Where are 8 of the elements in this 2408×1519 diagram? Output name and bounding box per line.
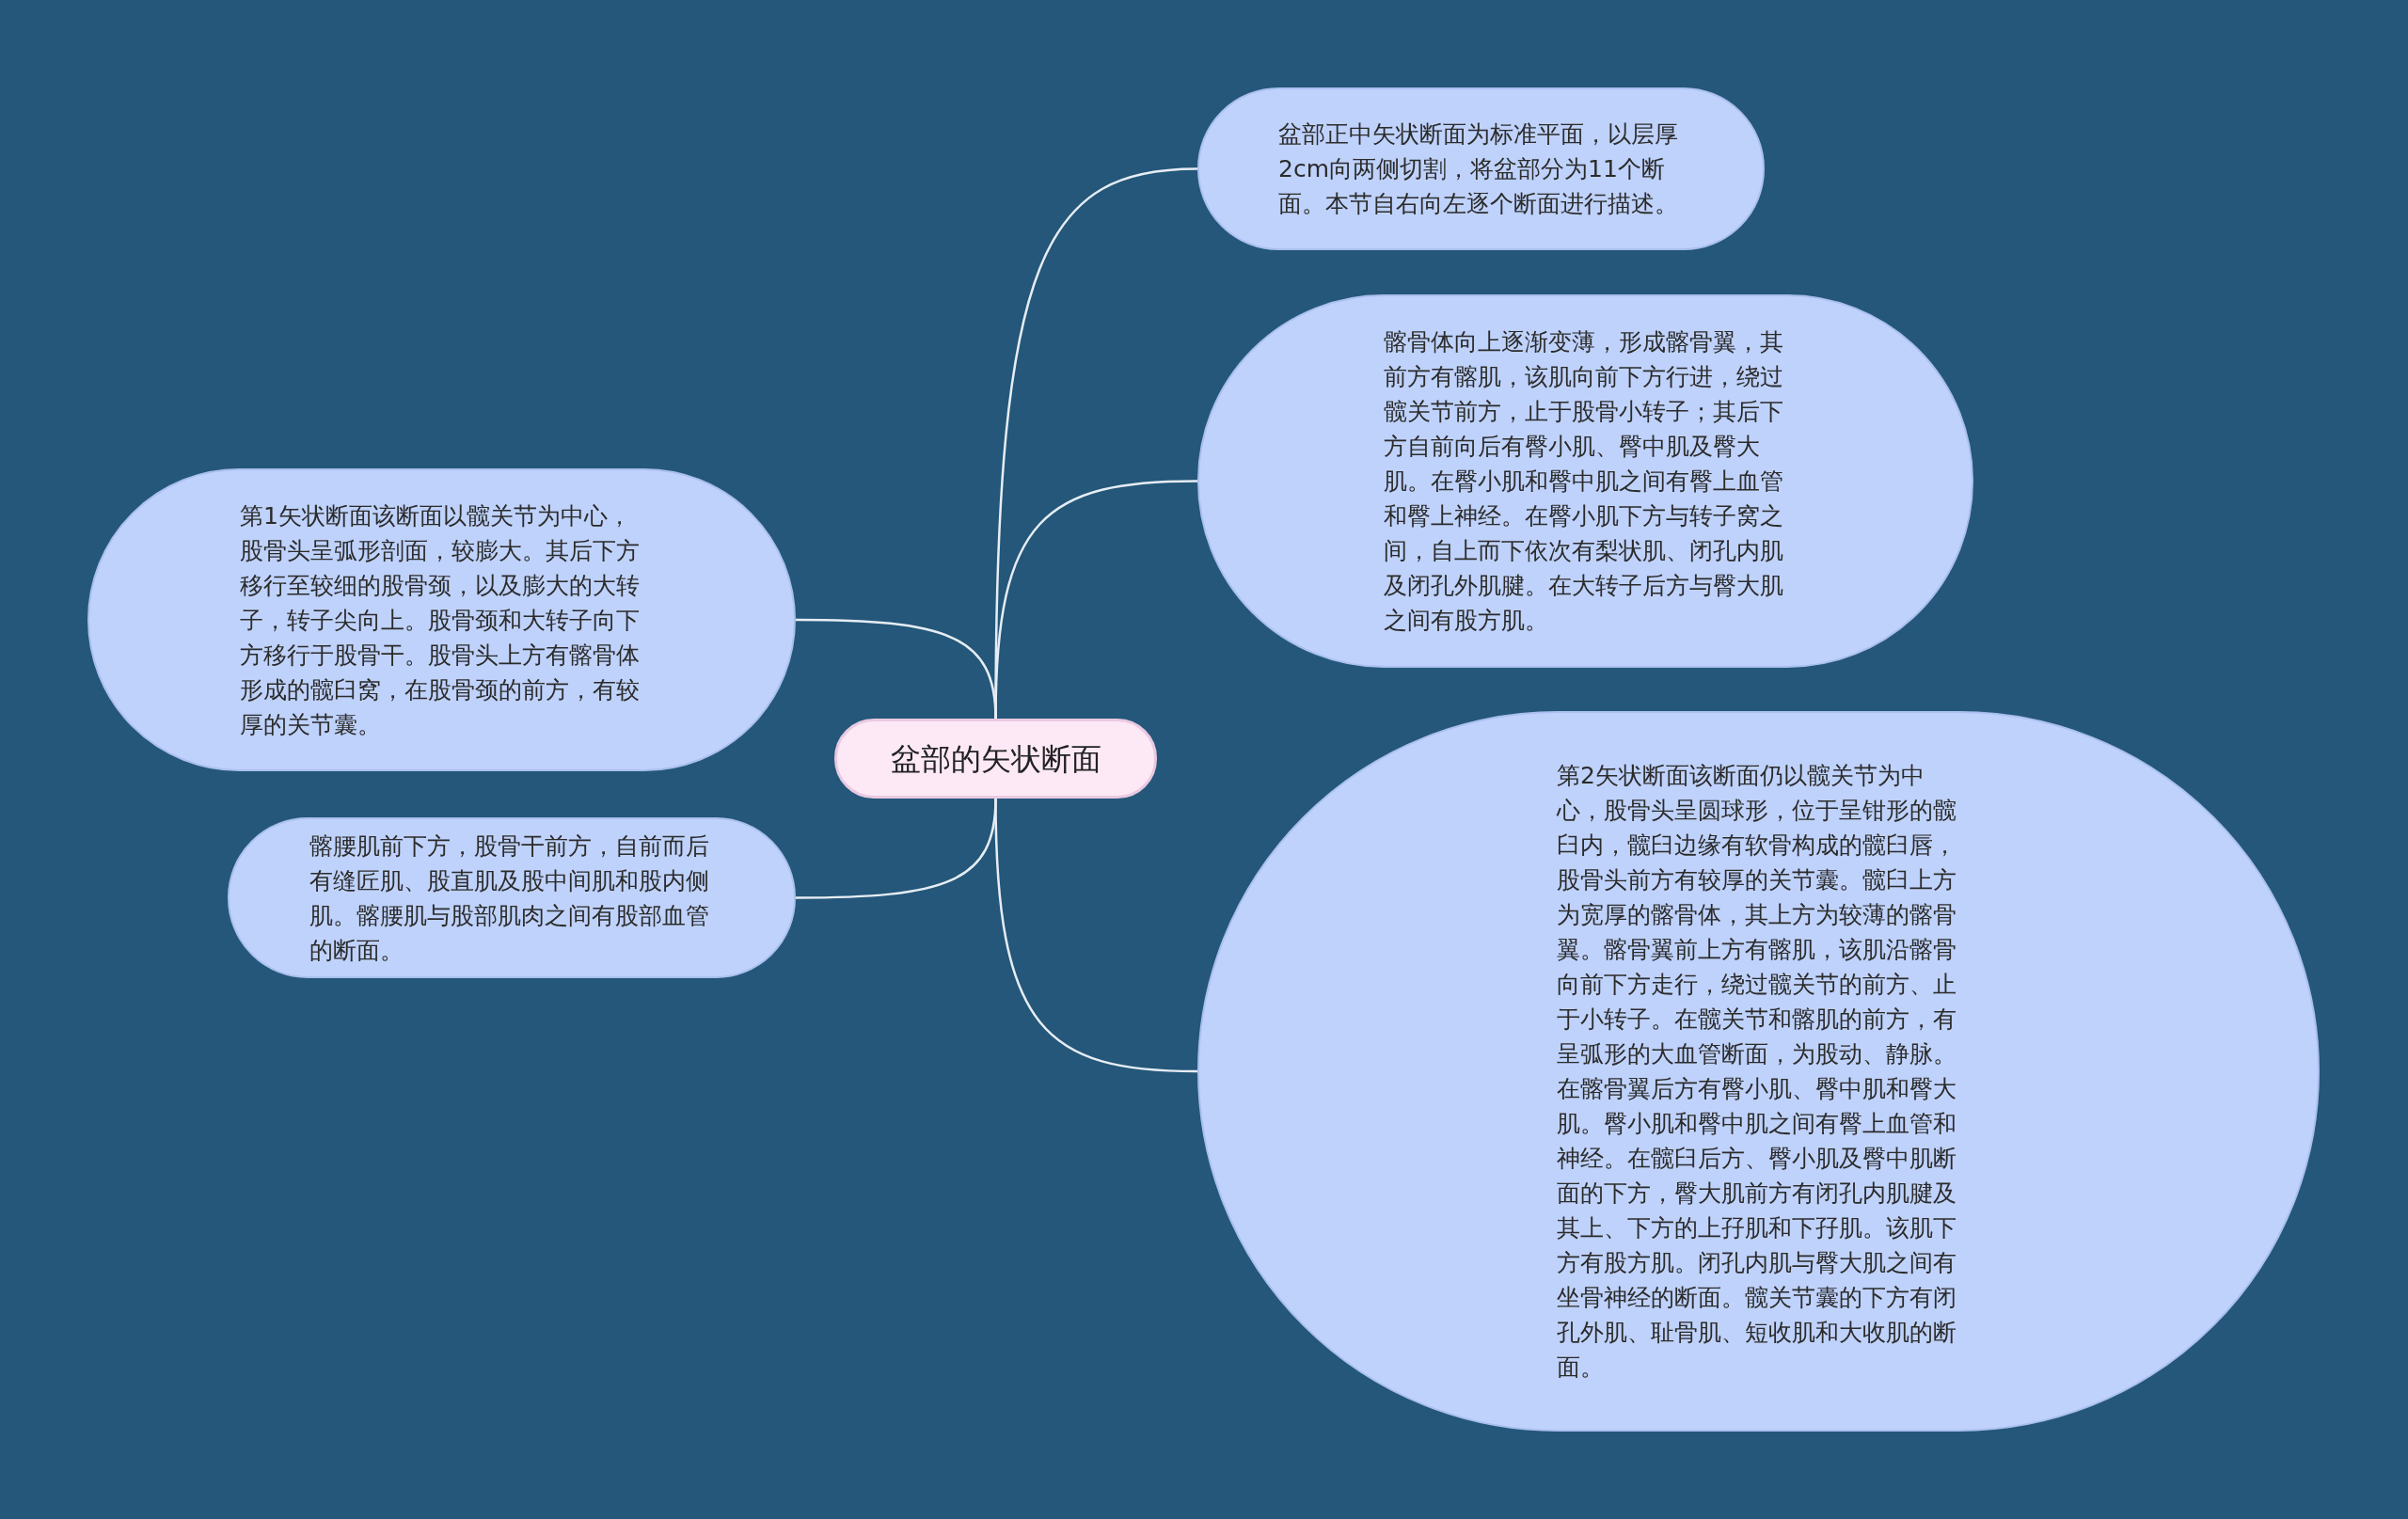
body-text: 第2矢状断面该断面仍以髋关节为中心，股骨头呈圆球形，位于呈钳形的髋臼内，髋臼边缘有软骨构成的髋臼唇，股骨头前方有较厚的关节囊。髋臼上方为宽厚的髂骨体，其上方为较薄的髂骨翼。髂骨翼前上方有髂肌，该肌沿髂骨向前下方走行，绕过髋关节的前方、止于小转子。在髋关节和髂肌的前方，有呈弧形的大血管断面，为股动、静脉。在髂骨翼后方有臀小肌、臀中肌和臀大肌。臀小肌和臀中肌之间有臀上血管和神经。在髋臼后方、臀小肌及臀中肌断面的下方，臀大肌前方有闭孔内肌腱及其上、下方的上孖肌和下孖肌。该肌下方有股方肌。闭孔内肌与臀大肌之间有坐骨神经的断面。髋关节囊的下方有闭孔外肌、耻骨肌、短收肌和大收肌的断面。	[1557, 761, 1957, 1383]
connector-line	[796, 618, 997, 720]
body-text: 髂骨体向上逐渐变薄，形成髂骨翼，其前方有髂肌，该肌向前下方行进，绕过髋关节前方，止于股骨小转子；其后下方自前向后有臀小肌、臀中肌及臀大肌。在臀小肌和臀中肌之间有臀上血管和臀上神经。在臀小肌下方与转子窝之间，自上而下依次有梨状肌、闭孔内肌及闭孔外肌腱。在大转子后方与臀大肌之间有股方肌。	[1384, 327, 1784, 636]
connector-line	[796, 798, 997, 899]
topic-text: 盆部的矢状断面	[890, 739, 1101, 778]
body-text: 髂腰肌前下方，股骨干前方，自前而后有缝匠肌、股直肌及股中间肌和股内侧肌。髂腰肌与股部肌肉之间有股部血管的断面。	[309, 831, 710, 966]
body-text: 第1矢状断面该断面以髋关节为中心，股骨头呈弧形剖面，较膨大。其后下方移行至较细的股骨颈，以及膨大的大转子，转子尖向上。股骨颈和大转子向下方移行于股骨干。股骨头上方有髂骨体形成的髋臼窝，在股骨颈的前方，有较厚的关节囊。	[240, 500, 641, 740]
body-text: 盆部正中矢状断面为标准平面，以层厚2cm向两侧切割，将盆部分为11个断面。本节自右向左逐个断面进行描述。	[1278, 119, 1679, 219]
